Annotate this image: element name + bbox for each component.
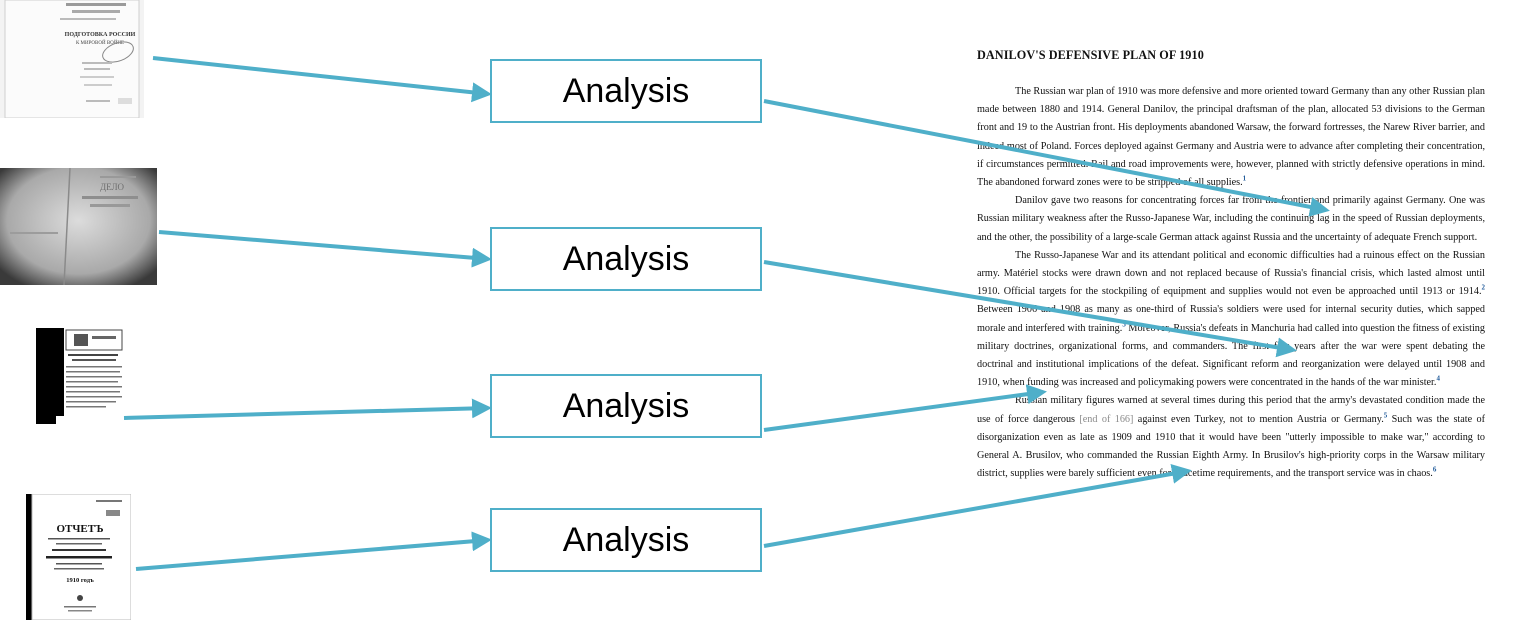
document-scan-image: ДЕЛО xyxy=(0,168,157,285)
page-marker: [end of 166] xyxy=(1079,413,1134,425)
paragraph-text: Moreover, Russia's defeats in Manchuria … xyxy=(977,322,1485,389)
archive-thumbnail-4: ОТЧЕТЪ 1910 годъ xyxy=(26,494,131,620)
thumb-line: К МИРОВОЙ ВОЙНЕ xyxy=(76,40,124,46)
analysis-box-4: Analysis xyxy=(490,508,762,572)
footnote-marker: 1 xyxy=(1242,174,1247,183)
archive-thumbnail-1: ПОДГОТОВКА РОССИИ К МИРОВОЙ ВОЙНЕ xyxy=(0,0,144,118)
arrow-thumb1-to-box1 xyxy=(152,56,492,103)
paragraph-text: Between 1906 and 1908 as many as one-thi… xyxy=(977,304,1485,334)
analysis-label: Analysis xyxy=(562,71,690,110)
paragraph-4: Russian military figures warned at sever… xyxy=(977,392,1485,483)
thumb-line: ПОДГОТОВКА РОССИИ xyxy=(65,32,136,38)
paragraph-text: The Russian war plan of 1910 was more de… xyxy=(977,86,1485,189)
thumb-line: ОТЧЕТЪ xyxy=(56,523,103,535)
analysis-label: Analysis xyxy=(562,520,690,559)
paragraph-text: against even Turkey, not to mention Aust… xyxy=(1133,413,1384,425)
paragraph-text: Such was the state of disorganization ev… xyxy=(977,413,1485,480)
document-scan-image: ПОДГОТОВКА РОССИИ К МИРОВОЙ ВОЙНЕ xyxy=(0,0,144,118)
footnote-marker: 5 xyxy=(1383,411,1388,420)
paragraph-2: Danilov gave two reasons for concentrati… xyxy=(977,192,1485,247)
arrow-box2-to-note2 xyxy=(763,260,1297,358)
footnote-marker: 2 xyxy=(1481,283,1486,292)
footnote-marker: 3 xyxy=(1122,320,1126,329)
footnote-marker: 4 xyxy=(1436,374,1440,383)
archive-thumbnail-2: ДЕЛО xyxy=(0,168,157,285)
arrow-thumb3-to-box3 xyxy=(123,398,492,420)
thumb-line: 1910 годъ xyxy=(66,577,94,584)
arrow-box1-to-note1 xyxy=(763,99,1330,217)
document-title: DANILOV'S DEFENSIVE PLAN OF 1910 xyxy=(977,48,1204,62)
analysis-box-2: Analysis xyxy=(490,227,762,291)
paragraph-text: Russian military figures warned at sever… xyxy=(977,395,1485,425)
document-scan-image xyxy=(36,328,126,424)
thumb-line: ДЕЛО xyxy=(100,182,125,192)
paragraph-3: The Russo-Japanese War and its attendant… xyxy=(977,247,1485,393)
analysis-label: Analysis xyxy=(562,386,690,425)
archive-thumbnail-3 xyxy=(36,328,126,424)
analysis-label: Analysis xyxy=(562,239,690,278)
arrow-thumb4-to-box4 xyxy=(135,531,492,571)
arrow-thumb2-to-box2 xyxy=(158,230,492,268)
document-scan-image: ОТЧЕТЪ 1910 годъ xyxy=(26,494,131,620)
footnote-marker: 6 xyxy=(1432,465,1437,474)
analysis-box-1: Analysis xyxy=(490,59,762,123)
document-page: DANILOV'S DEFENSIVE PLAN OF 1910 The Rus… xyxy=(977,48,1485,483)
paragraph-text: Danilov gave two reasons for concentrati… xyxy=(977,195,1485,243)
paragraph-text: The Russo-Japanese War and its attendant… xyxy=(977,249,1485,298)
arrow-box4-to-note4 xyxy=(763,463,1192,548)
paragraph-1: The Russian war plan of 1910 was more de… xyxy=(977,83,1485,192)
arrow-box3-to-note3 xyxy=(763,384,1047,432)
